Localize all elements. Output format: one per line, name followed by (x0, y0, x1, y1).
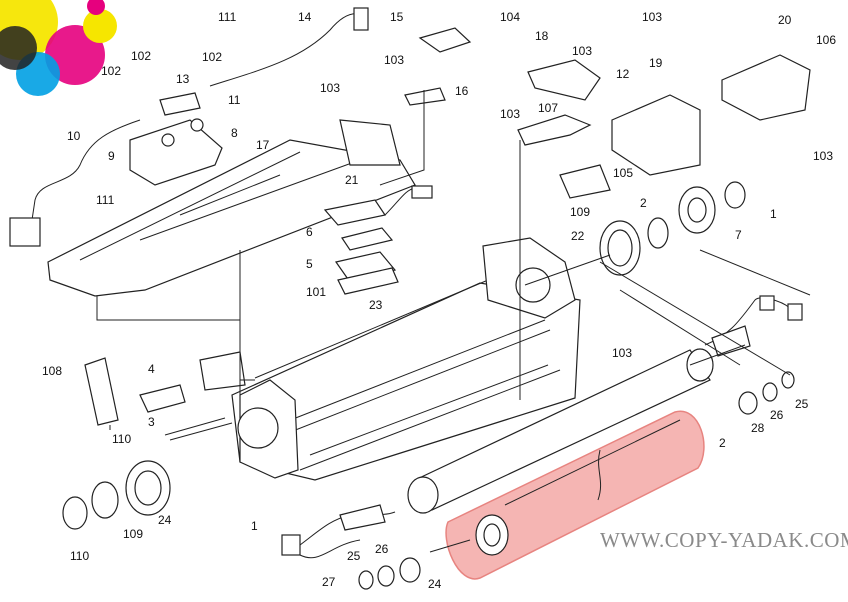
callout-2: 2 (640, 196, 647, 210)
callout-26: 26 (770, 408, 784, 422)
callout-12: 12 (616, 67, 630, 81)
callout-103: 103 (384, 53, 404, 67)
callout-5: 5 (306, 257, 313, 271)
callout-24: 24 (158, 513, 172, 527)
fusing-unit-frame (231, 237, 581, 481)
callout-110: 110 (112, 432, 131, 446)
left-drive-parts (62, 417, 233, 530)
heater-lamp-harness (704, 295, 803, 357)
right-drive-parts (524, 181, 746, 286)
callout-14: 14 (298, 10, 312, 24)
callout-18: 18 (535, 29, 549, 43)
left-brackets (84, 351, 246, 426)
callout-102: 102 (101, 64, 121, 78)
harness-14 (209, 13, 361, 87)
callout-103: 103 (320, 81, 340, 95)
thermistor-bracket (129, 92, 223, 186)
callout-109: 109 (570, 205, 590, 219)
callout-9: 9 (108, 149, 115, 163)
callout-3: 3 (148, 415, 155, 429)
callout-6: 6 (306, 225, 313, 239)
callout-102: 102 (131, 49, 151, 63)
callout-103: 103 (642, 10, 662, 24)
callout-25: 25 (795, 397, 809, 411)
callout-107: 107 (538, 101, 558, 115)
callout-103: 103 (813, 149, 833, 163)
lower-bushings (358, 371, 795, 590)
callout-105: 105 (613, 166, 633, 180)
callout-21: 21 (345, 173, 359, 187)
callout-23: 23 (369, 298, 383, 312)
callout-109: 109 (123, 527, 143, 541)
sensor-assembly (323, 185, 433, 295)
callout-7: 7 (735, 228, 742, 242)
callout-28: 28 (751, 421, 765, 435)
callout-8: 8 (231, 126, 238, 140)
harness-12 (31, 119, 141, 221)
callout-4: 4 (148, 362, 155, 376)
callout-108: 108 (42, 364, 62, 378)
callout-106: 106 (816, 33, 836, 47)
callout-103: 103 (612, 346, 632, 360)
callout-111: 111 (218, 10, 237, 24)
callout-26: 26 (375, 542, 389, 556)
upper-plate (47, 119, 416, 297)
callout-2: 2 (719, 436, 726, 450)
callout-19: 19 (649, 56, 663, 70)
right-brackets (517, 54, 811, 199)
callout-1: 1 (251, 519, 258, 533)
callout-15: 15 (390, 10, 404, 24)
callout-16: 16 (455, 84, 469, 98)
callout-20: 20 (778, 13, 792, 27)
callout-27: 27 (322, 575, 336, 589)
callout-24: 24 (428, 577, 442, 591)
connector-14 (353, 7, 369, 31)
callout-11: 11 (228, 93, 241, 107)
connector-12 (9, 217, 41, 247)
lower-harness-24 (281, 504, 396, 559)
watermark-text: WWW.COPY-YADAK.COM (600, 528, 848, 552)
part-15 (418, 27, 472, 53)
leader-lines (96, 90, 811, 430)
part-16 (404, 87, 446, 106)
callout-10: 10 (67, 129, 81, 143)
callout-25: 25 (347, 549, 361, 563)
callout-1: 1 (770, 207, 777, 221)
callout-101: 101 (306, 285, 326, 299)
callout-13: 13 (176, 72, 190, 86)
callout-22: 22 (571, 229, 585, 243)
pressure-roller-27-highlight (429, 410, 705, 580)
callout-111: 111 (96, 193, 115, 207)
callout-102: 102 (202, 50, 222, 64)
cmyk-circles-icon (0, 0, 117, 96)
callout-104: 104 (500, 10, 520, 24)
hot-roller-23 (407, 344, 746, 514)
callout-103: 103 (572, 44, 592, 58)
callout-110: 110 (70, 549, 89, 563)
callout-103: 103 (500, 107, 520, 121)
callout-17: 17 (256, 138, 270, 152)
